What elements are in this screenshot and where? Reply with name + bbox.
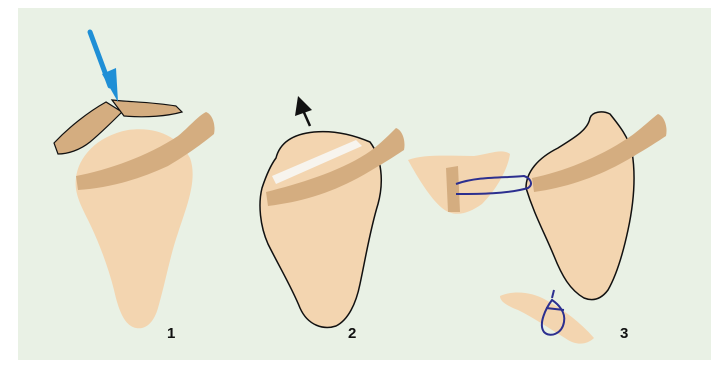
diagram-panel: 1 2 3 — [18, 8, 711, 360]
diagram-canvas: 1 2 3 — [18, 8, 711, 360]
step-2-label: 2 — [348, 325, 356, 342]
step-3-label: 3 — [620, 325, 628, 342]
step-3-fragment-band — [446, 166, 460, 212]
step-1-label: 1 — [167, 325, 175, 342]
